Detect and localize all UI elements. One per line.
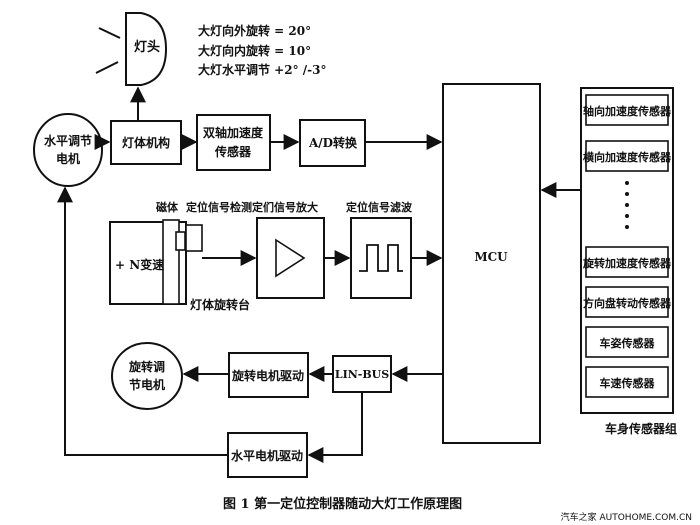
signal-filter-block: 定位信号滤波	[346, 200, 413, 299]
lamp-mechanism-label: 灯体机构	[122, 135, 170, 150]
figure-caption: 图 1 第一定位控制器随动大灯工作原理图	[223, 496, 462, 512]
horizontal-driver-label: 水平电机驱动	[231, 448, 303, 463]
swivel-driver-label: 旋转电机驱动	[231, 368, 304, 383]
sensor-ellipsis-dots	[625, 181, 629, 229]
horizontal-motor: 水平调节 电机	[33, 113, 103, 187]
dual-axis-line1: 双轴加速度	[203, 125, 264, 140]
turntable-assembly: + N变速 磁体 定位信号检测 灯体旋转台	[109, 200, 252, 312]
sensor-steering	[585, 286, 669, 318]
sensor-speed-label: 车速传感器	[600, 376, 656, 390]
sensor-lateral-accel	[585, 140, 669, 172]
horizontal-motor-line1: 水平调节	[44, 133, 92, 148]
sensor-rotation-accel-label: 旋转加速度传感器	[582, 256, 672, 270]
swivel-motor-line2: 节电机	[129, 377, 165, 392]
turntable-disc	[162, 219, 180, 305]
mcu-block: MCU	[442, 83, 541, 444]
dual-axis-line2: 传感器	[214, 144, 252, 159]
sensor-rotation-accel	[585, 246, 669, 278]
horizontal-driver-block: 水平电机驱动	[227, 432, 308, 478]
lamp-rotation-specs: 大灯向外旋转 = 20° 大灯向内旋转 = 10° 大灯水平调节 +2° /-3…	[198, 23, 326, 77]
square-wave-icon	[359, 244, 403, 272]
magnet-element	[175, 231, 186, 251]
swivel-motor-line1: 旋转调	[128, 359, 165, 374]
swivel-driver-block: 旋转电机驱动	[228, 352, 309, 398]
position-detector	[185, 224, 203, 252]
rotation-inward: 大灯向内旋转 = 10°	[198, 43, 311, 58]
lamp-mechanism-block: 灯体机构	[110, 120, 182, 165]
watermark: 汽车之家 AUTOHOME.COM.CN	[561, 511, 692, 523]
sensor-group: 轴向加速度传感器 横向加速度传感器 旋转加速度传感器 方向盘转动传感器 车姿传感…	[580, 87, 674, 414]
ad-converter-block: A/D转换	[299, 119, 366, 167]
lamp-turntable-label: 灯体旋转台	[190, 297, 250, 312]
sensor-attitude-label: 车姿传感器	[600, 336, 656, 350]
magnet-label: 磁体	[156, 200, 179, 214]
signal-amp-label: 定们信号放大	[252, 200, 318, 214]
arrow-driver-to-horizontal-motor	[57, 186, 228, 456]
amplifier-icon	[275, 238, 306, 278]
lamp-head: 灯头	[95, 12, 168, 86]
lamp-head-label: 灯头	[134, 39, 160, 55]
swivel-motor: 旋转调 节电机	[111, 342, 183, 410]
connectors	[57, 86, 580, 463]
sensor-group-caption: 车身传感器组	[605, 421, 677, 436]
signal-filter-label: 定位信号滤波	[346, 200, 413, 214]
lin-bus-block: LIN-BUS	[332, 355, 392, 393]
sensor-axial-accel-label: 轴向加速度传感器	[583, 104, 672, 118]
arrow-linbus-to-horizontal-driver	[307, 392, 363, 463]
dual-axis-sensor-block: 双轴加速度 传感器	[196, 114, 271, 171]
sensor-lateral-accel-label: 横向加速度传感器	[583, 150, 672, 164]
sensor-steering-label: 方向盘转动传感器	[583, 296, 672, 310]
ad-converter-label: A/D转换	[308, 135, 358, 150]
signal-amplifier-block: 定们信号放大	[252, 200, 325, 299]
sensor-speed	[585, 366, 669, 398]
mcu-label: MCU	[474, 250, 508, 264]
horizontal-motor-line2: 电机	[56, 151, 80, 166]
lin-bus-label: LIN-BUS	[335, 368, 389, 381]
position-detect-label: 定位信号检测	[186, 200, 252, 214]
horizontal-adjust: 大灯水平调节 +2° /-3°	[198, 62, 326, 77]
n-gear-label: + N变速	[115, 257, 164, 272]
rotation-outward: 大灯向外旋转 = 20°	[198, 23, 311, 38]
sensor-axial-accel	[585, 94, 669, 126]
sensor-attitude	[585, 326, 669, 358]
